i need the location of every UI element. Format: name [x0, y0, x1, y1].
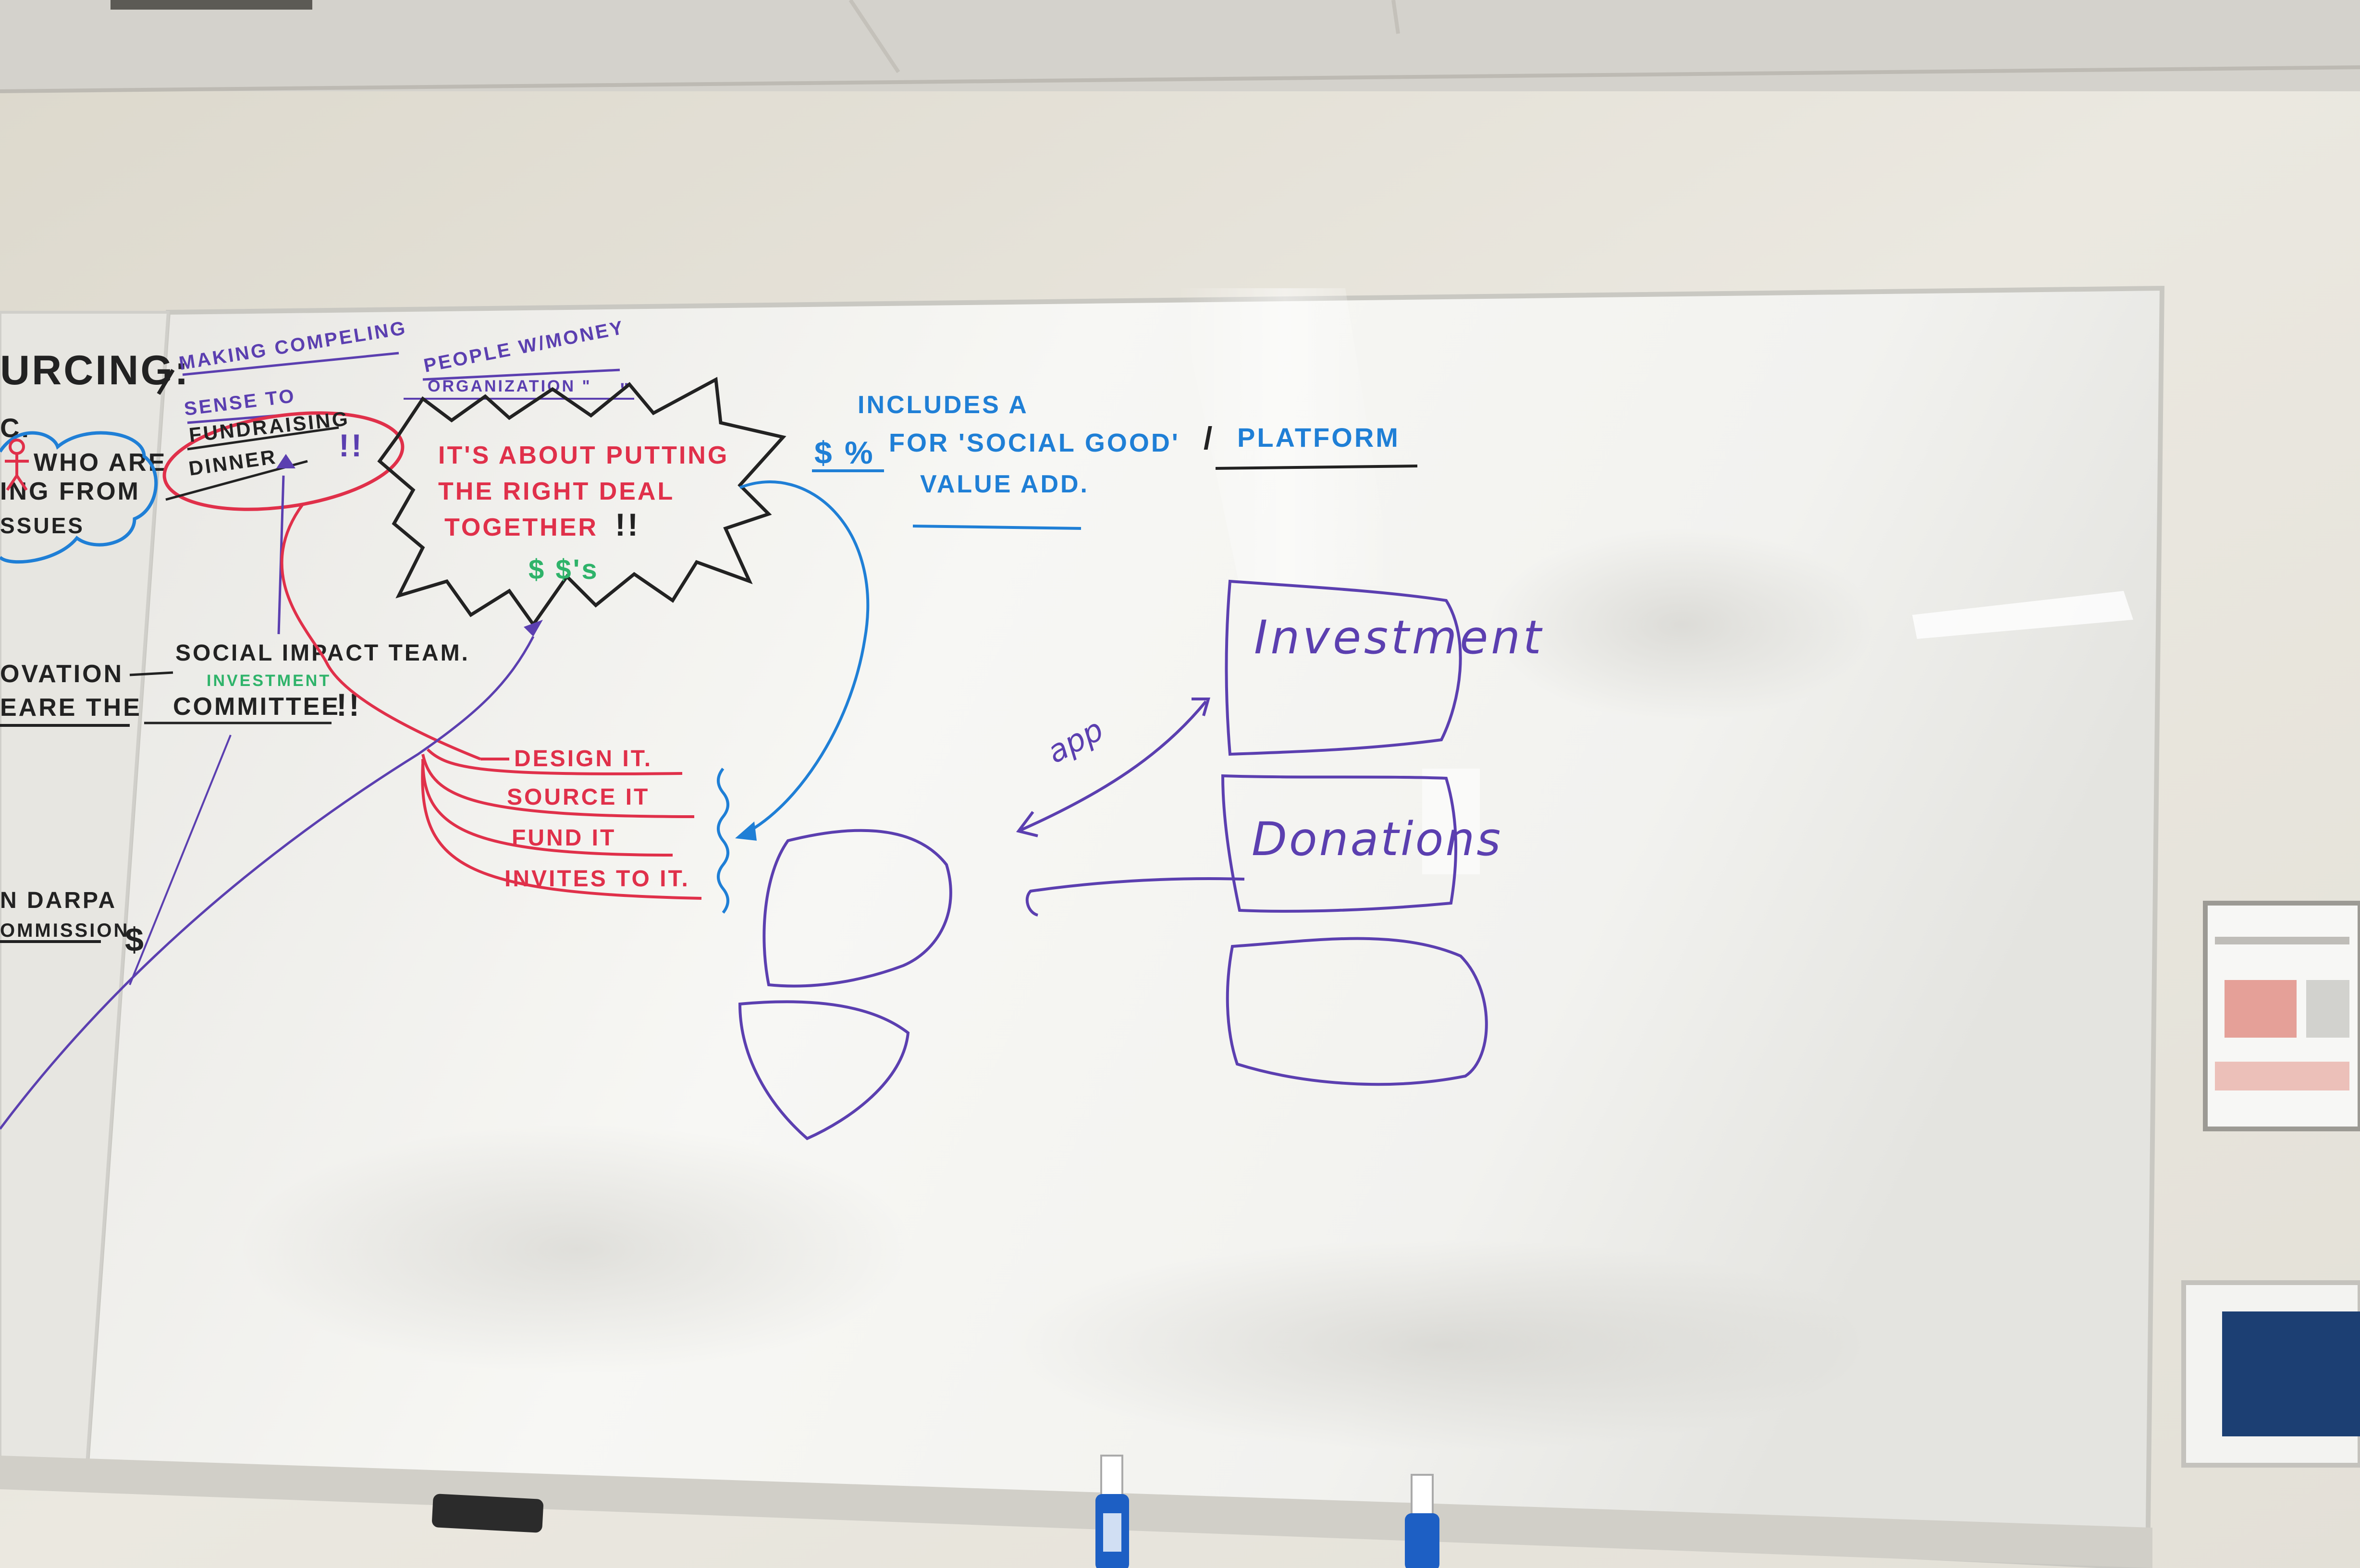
slash: /: [1204, 420, 1214, 456]
control-panel: [2181, 1280, 2360, 1468]
blob-shape-2: [738, 1000, 910, 1140]
action-source-it: SOURCE IT: [507, 784, 650, 810]
committee-bang: !!: [336, 687, 361, 723]
committee-label: COMMITTEE: [173, 693, 340, 721]
fundraising-oval: [162, 411, 405, 511]
app-arrow: [1018, 700, 1207, 833]
action-design-it: DESIGN IT.: [514, 746, 652, 772]
investment-box: [1225, 579, 1462, 756]
sourcing-heading: URCING:: [0, 347, 190, 393]
purple-arrowhead: [276, 454, 295, 468]
action-invites-to-it: INVITES TO IT.: [504, 866, 690, 892]
wall-poster: [2203, 901, 2360, 1131]
light-glare: [1177, 288, 1393, 586]
burst-money: $ $'s: [529, 554, 599, 585]
dollar-sign: $: [125, 921, 146, 958]
blob-shape-1: [762, 829, 952, 988]
issues-label: SSUES: [0, 513, 85, 538]
marker-tray: [0, 1456, 2152, 1568]
purple-bang: !!: [339, 428, 364, 463]
burst-line-1: IT'S ABOUT PUTTING: [438, 441, 729, 469]
blue-curved-arrow: [739, 480, 870, 837]
organization-note: ORGANIZATION ": [428, 377, 592, 395]
donations-arrow: [1025, 877, 1245, 917]
ing-from-label: ING FROM: [0, 478, 140, 505]
eraser: [432, 1494, 543, 1533]
includes-a-note: INCLUDES A: [858, 391, 1029, 419]
ceiling-grid: [0, 65, 2360, 93]
empty-box: [1226, 937, 1488, 1086]
cleaner-spray-bottle-2: [1405, 1474, 1439, 1568]
value-add-note: VALUE ADD.: [920, 470, 1089, 498]
ceiling: [0, 0, 2360, 91]
darpa-label: N DARPA: [0, 888, 117, 913]
platform-note: PLATFORM: [1237, 422, 1400, 453]
investment-committee-label: INVESTMENT: [207, 672, 331, 690]
burst-line-3: TOGETHER: [444, 514, 598, 541]
we-are-the-label: EARE THE: [0, 694, 142, 722]
ovation-label: OVATION: [0, 660, 123, 688]
investment-label: Investment: [1254, 611, 1544, 664]
social-good-note: FOR 'SOCIAL GOOD': [889, 429, 1180, 457]
burst-bang: !!: [615, 507, 640, 542]
commission-label: OMMISSION: [0, 920, 129, 941]
burst-line-2: THE RIGHT DEAL: [438, 478, 675, 505]
social-impact-team-label: SOCIAL IMPACT TEAM.: [175, 640, 470, 666]
stick-figure: [5, 439, 29, 491]
dollar-percent: $ %: [814, 435, 875, 470]
blue-thought-cloud: [0, 431, 158, 564]
donations-label: Donations: [1252, 812, 1502, 866]
blue-squiggle: [717, 768, 729, 914]
ceiling-vent: [111, 0, 312, 10]
cleaner-spray-bottle: [1095, 1455, 1129, 1568]
speech-burst: [377, 377, 787, 628]
who-are-label: WHO ARE: [34, 449, 167, 477]
